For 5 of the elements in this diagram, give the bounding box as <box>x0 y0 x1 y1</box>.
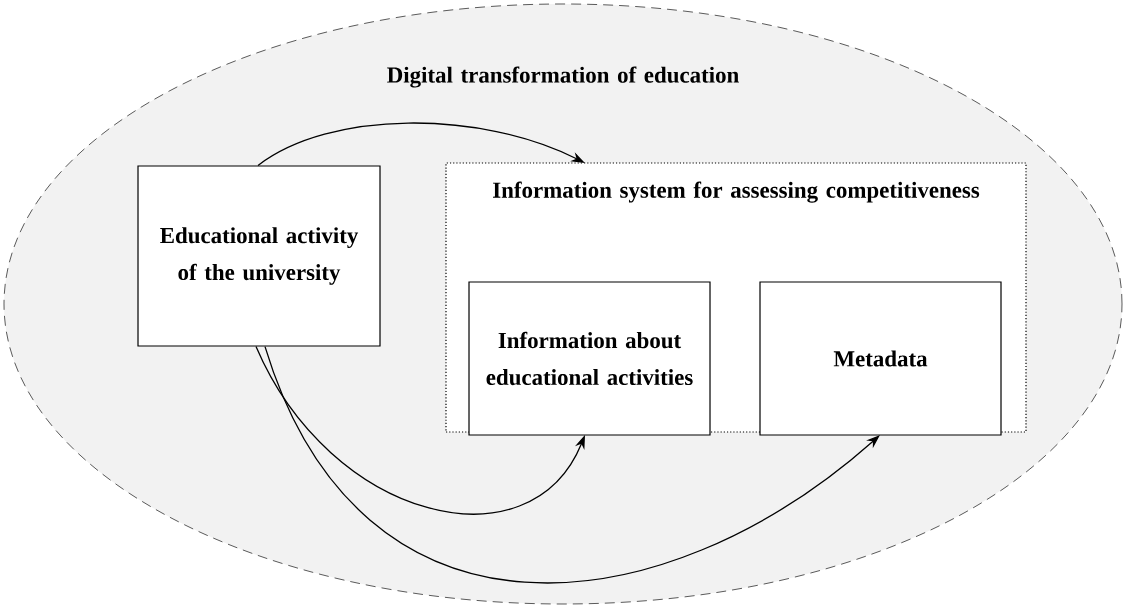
arrow <box>264 345 880 583</box>
arrow <box>255 345 585 515</box>
process-box: Information about educational activities <box>468 281 711 436</box>
process-box: Metadata <box>759 281 1002 436</box>
process-box: Educational activity of the university <box>137 165 381 347</box>
